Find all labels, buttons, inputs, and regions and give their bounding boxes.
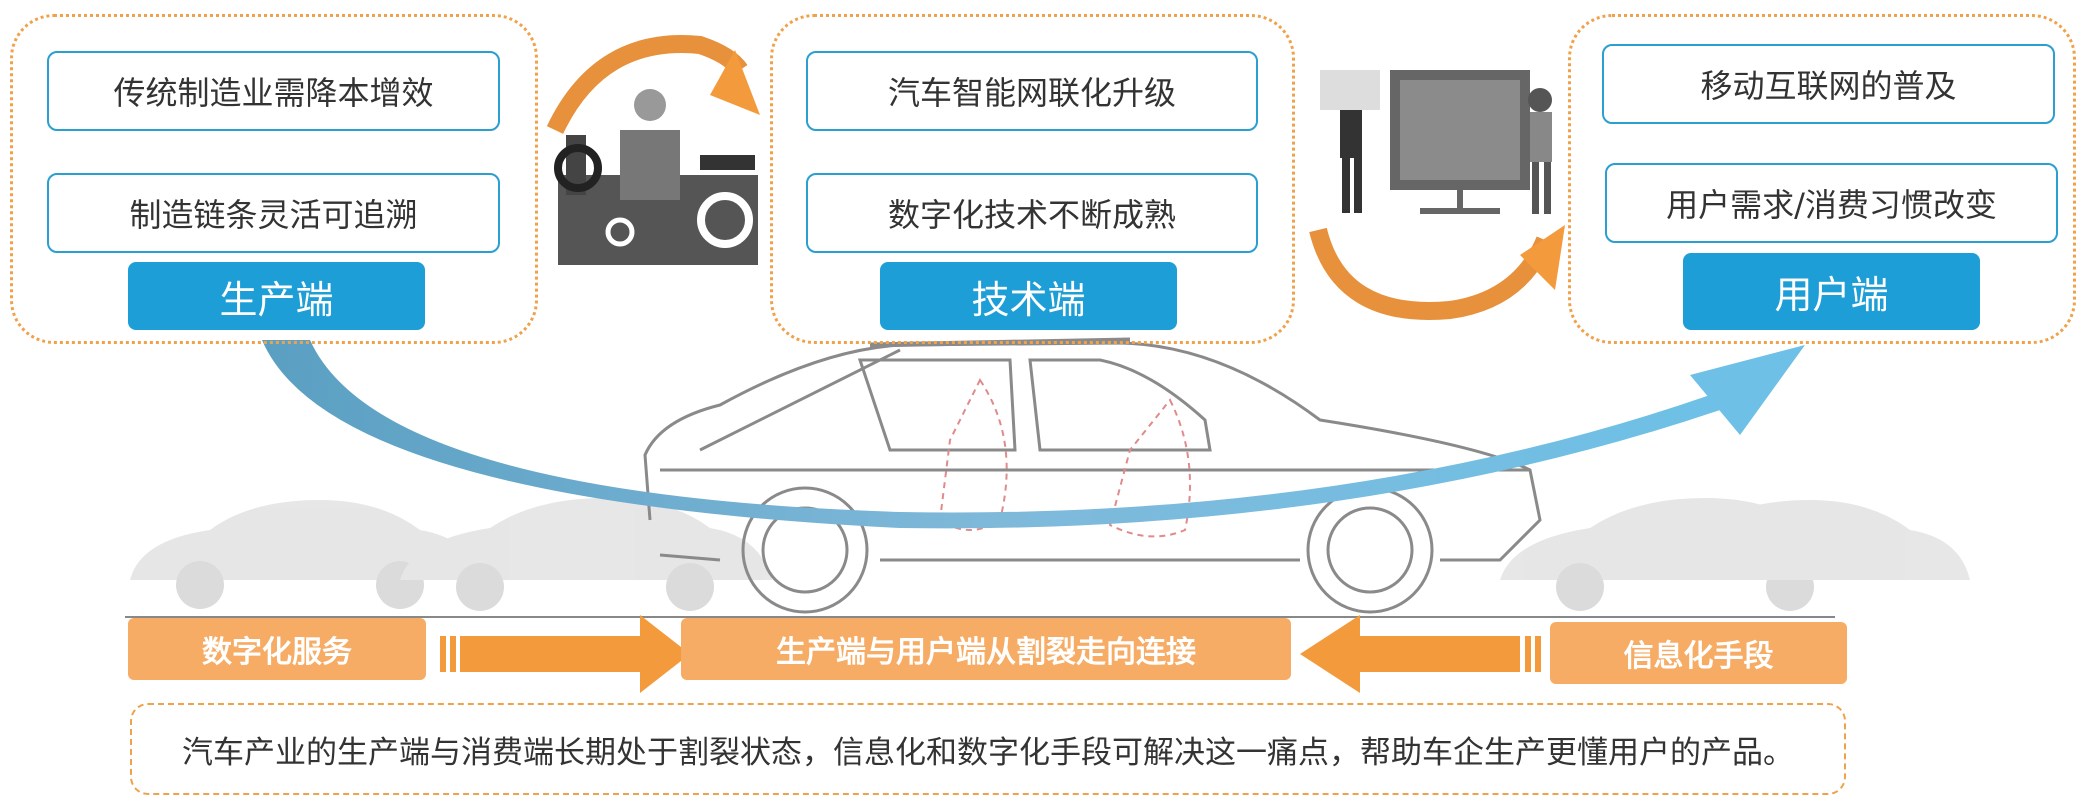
background-cars <box>130 498 1970 611</box>
user-label: 用户端 <box>1683 253 1980 330</box>
group-production <box>10 14 538 344</box>
blue-arrow-head-icon <box>1690 345 1805 435</box>
production-item-2: 制造链条灵活可追溯 <box>47 173 500 253</box>
orange-arrow-head-bottom-icon <box>1520 225 1565 290</box>
left-arrow-icon <box>1300 615 1541 693</box>
production-label: 生产端 <box>128 262 425 330</box>
technology-item-1: 汽车智能网联化升级 <box>806 51 1258 131</box>
blue-arc-arrow <box>262 340 1720 529</box>
orange-arrow-head-top-icon <box>710 50 760 115</box>
user-item-2: 用户需求/消费习惯改变 <box>1605 163 2058 243</box>
information-means-box: 信息化手段 <box>1550 622 1847 684</box>
production-item-1: 传统制造业需降本增效 <box>47 51 500 131</box>
group-technology <box>770 14 1295 344</box>
factory-robot-icon <box>554 89 758 265</box>
digital-service-box: 数字化服务 <box>128 618 426 680</box>
people-screen-icon <box>1320 70 1552 214</box>
connection-box: 生产端与用户端从割裂走向连接 <box>681 618 1291 680</box>
group-user <box>1568 14 2076 344</box>
summary-text: 汽车产业的生产端与消费端长期处于割裂状态，信息化和数字化手段可解决这一痛点，帮助… <box>130 703 1846 795</box>
user-item-1: 移动互联网的普及 <box>1602 44 2055 124</box>
technology-item-2: 数字化技术不断成熟 <box>806 173 1258 253</box>
orange-arc-bottom <box>1309 227 1554 320</box>
orange-arc-top <box>546 35 748 134</box>
technology-label: 技术端 <box>880 262 1177 330</box>
right-arrow-icon <box>440 615 690 693</box>
